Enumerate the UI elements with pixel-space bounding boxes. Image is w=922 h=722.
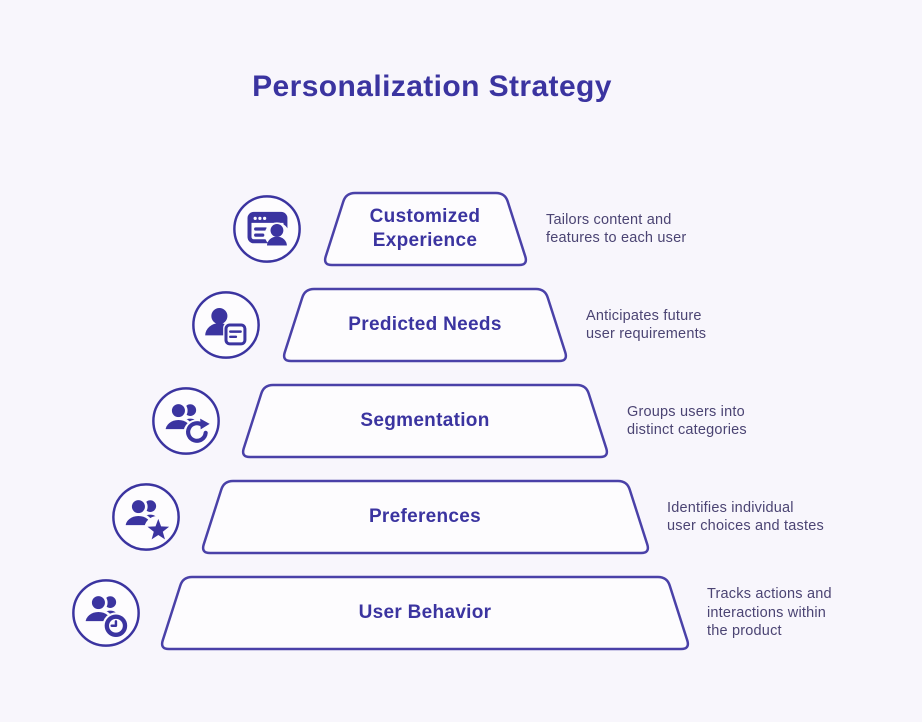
funnel-level-2-shape [282, 287, 568, 363]
funnel-level-1-shape [323, 191, 527, 267]
funnel-level-1-description: Tailors content and features to each use… [546, 211, 687, 247]
funnel-level-4-label: Preferences [368, 506, 482, 528]
funnel-level-5-shape [160, 575, 690, 651]
funnel-level-2-label: Predicted Needs [348, 314, 502, 336]
funnel-level-4-shape [201, 479, 649, 555]
funnel-level-3-shape [241, 383, 609, 459]
funnel-level-5-description: Tracks actions and interactions within t… [707, 586, 832, 640]
funnel-level-2-description: Anticipates future user requirements [586, 307, 707, 343]
funnel-level-3-description: Groups users into distinct categories [627, 403, 747, 439]
funnel-level-1-label: Customized Experience [369, 206, 481, 251]
page-title: Personalization Strategy [252, 70, 612, 103]
users-star-icon [111, 482, 181, 552]
funnel-level-3-label: Segmentation [360, 410, 490, 432]
users-clock-icon [71, 578, 141, 648]
funnel-level-4-description: Identifies individual user choices and t… [667, 499, 824, 535]
funnel-level-5-label: User Behavior [358, 602, 492, 624]
user-note-icon [191, 290, 261, 360]
browser-user-icon [232, 194, 302, 264]
users-refresh-icon [151, 386, 221, 456]
